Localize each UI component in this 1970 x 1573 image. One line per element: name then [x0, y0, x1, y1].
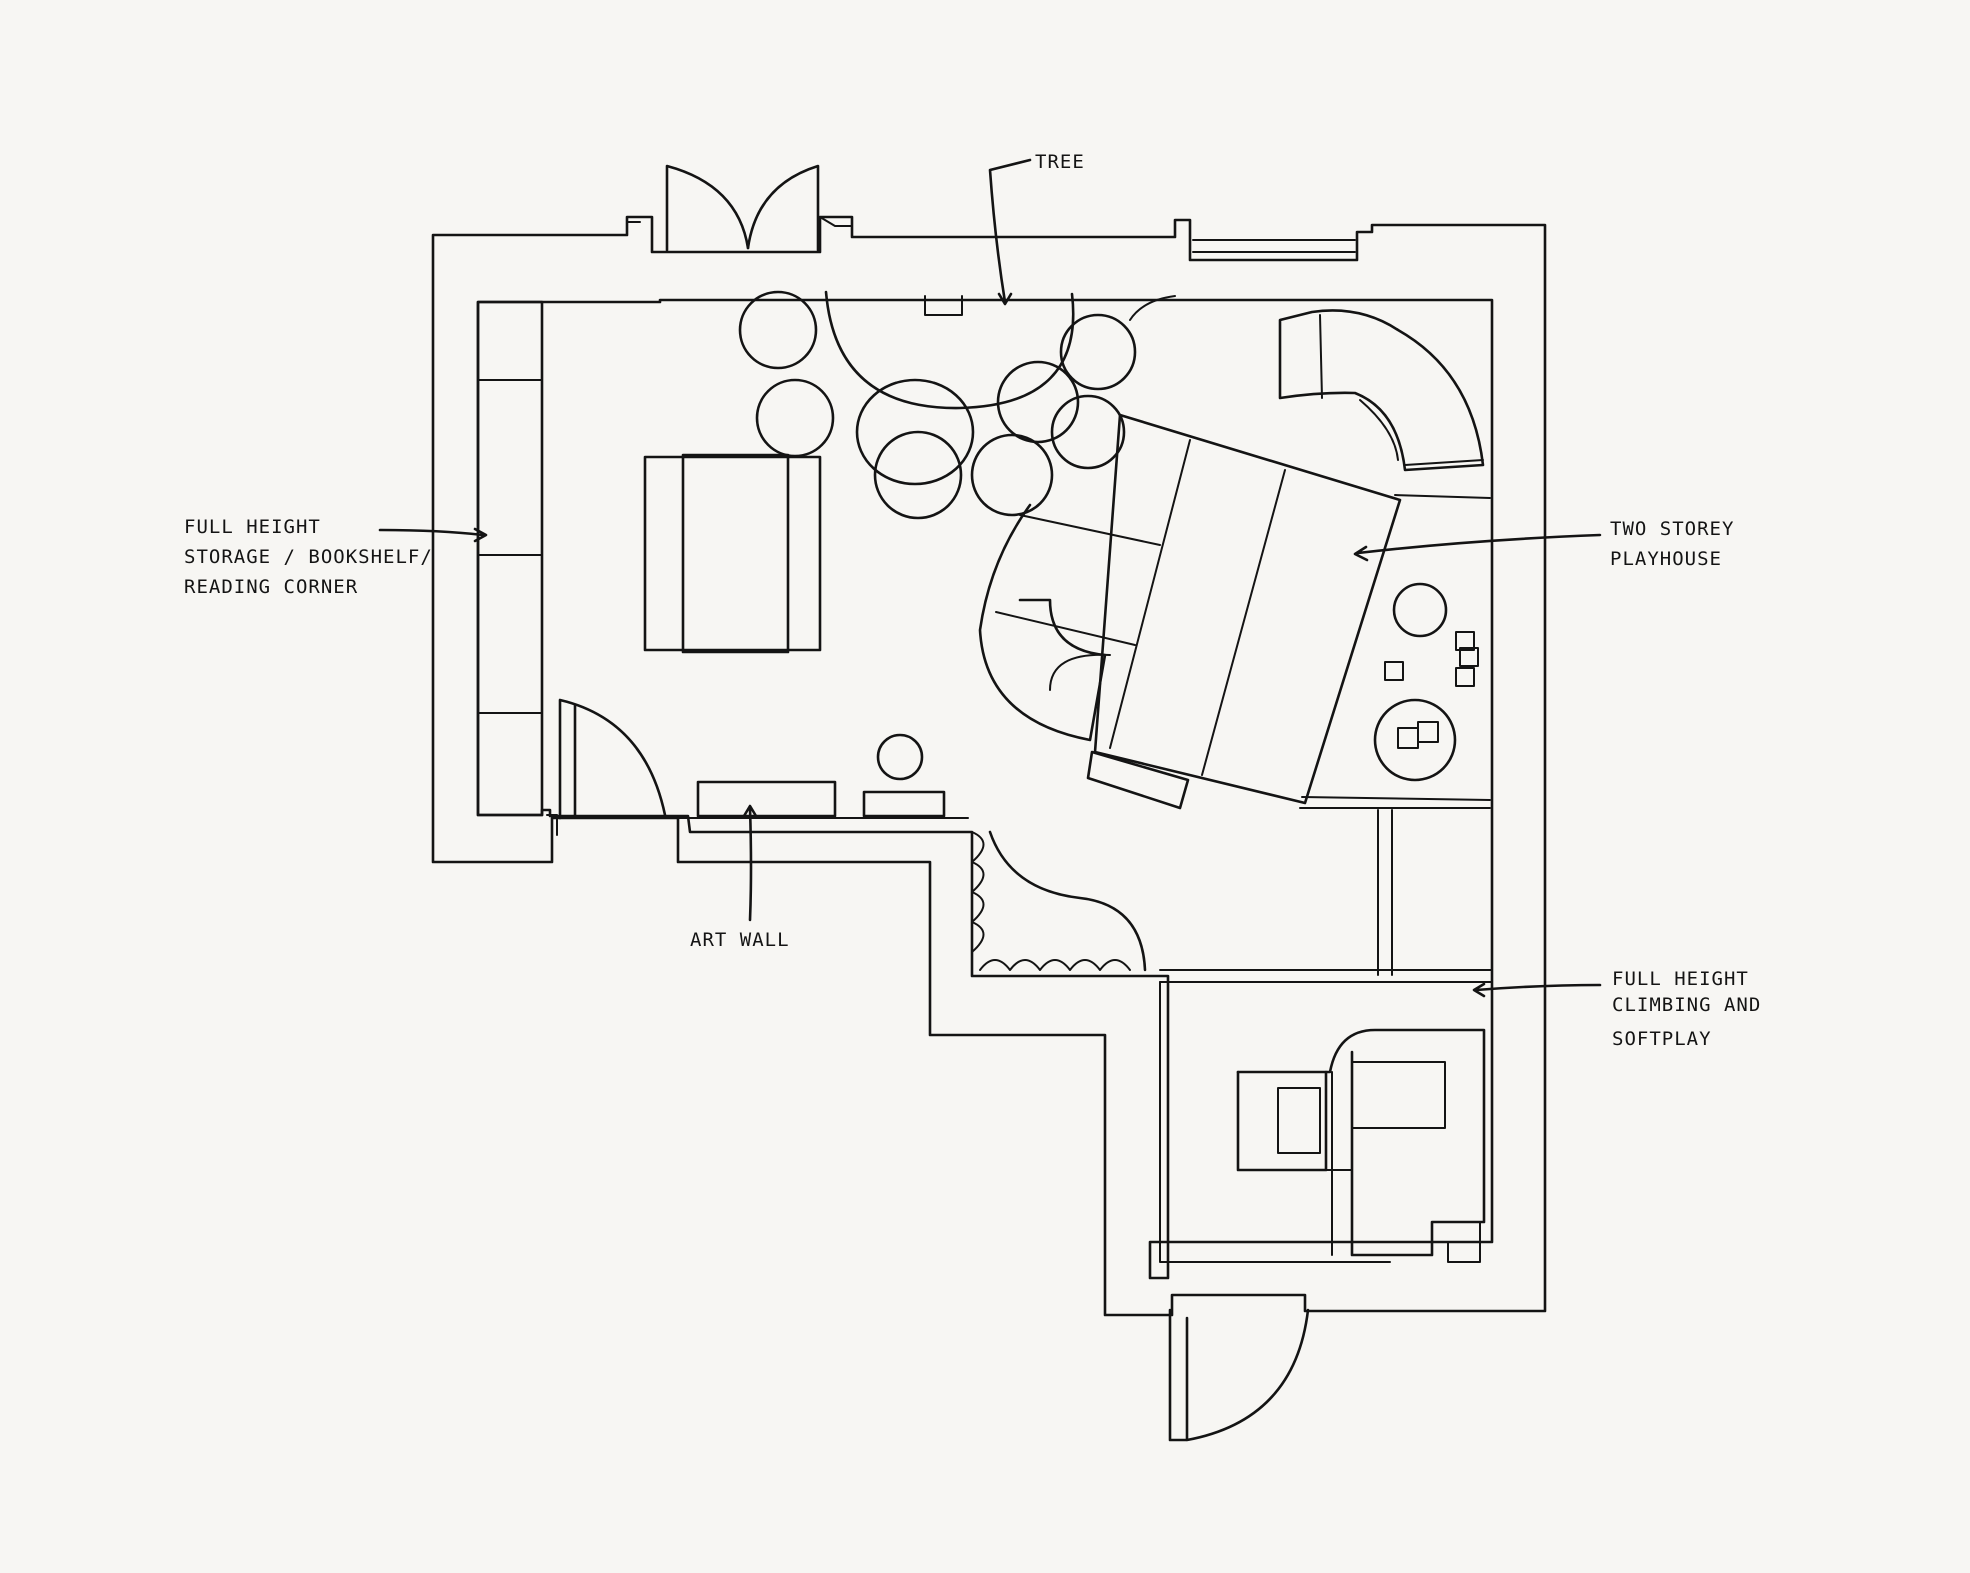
tree-planter-2 [755, 378, 835, 458]
bookshelf-outline [476, 300, 544, 817]
sofa-seat [681, 453, 790, 654]
leader-storage [378, 527, 488, 543]
tree-planter-5 [970, 433, 1054, 517]
tree-planter-8 [1050, 394, 1126, 470]
playhouse-ramp [978, 503, 1107, 742]
playhouse-slide-steps [1319, 314, 1484, 466]
tree-planter-4 [873, 430, 963, 520]
leader-climbing [1472, 982, 1602, 998]
scalloped-seating [971, 830, 1147, 972]
leader-playhouse [1353, 533, 1602, 562]
outer-wall [431, 215, 1547, 1317]
label-art-wall: ART WALL [690, 929, 790, 951]
softplay-block-inner [1277, 1087, 1321, 1154]
playhouse-pouf [1392, 582, 1448, 638]
label-storage-3: READING CORNER [184, 576, 358, 598]
chair-1 [1455, 631, 1475, 651]
tree-arc-top [1129, 295, 1176, 321]
climbing-frame-inner [1351, 1061, 1446, 1129]
double-door-right [746, 164, 820, 252]
art-wall-easel [696, 780, 837, 818]
label-tree: TREE [1035, 151, 1085, 173]
chair-5 [1397, 727, 1419, 749]
label-climbing-2: CLIMBING AND [1612, 994, 1761, 1016]
tree-trunk-base [924, 295, 963, 316]
tree-planter-1 [738, 290, 818, 370]
art-wall-table [862, 790, 946, 818]
top-jamb-left [626, 221, 641, 236]
scalloped-outline [988, 830, 1147, 972]
playhouse [978, 309, 1491, 810]
chair-3 [1455, 667, 1475, 687]
storage-bookshelf [476, 300, 544, 817]
top-jamb-right [819, 216, 853, 227]
exterior-door [1168, 1308, 1310, 1442]
tree-planter-7 [1059, 313, 1137, 391]
playhouse-slide [1278, 309, 1485, 472]
art-wall-furniture [677, 733, 969, 819]
walls [431, 215, 1547, 1317]
playhouse-deck-ledge [1299, 494, 1491, 809]
tree [738, 290, 1176, 520]
art-stool [876, 733, 924, 781]
sofa-frame [643, 455, 822, 652]
tree-planter-3 [855, 378, 975, 486]
playhouse-table [1373, 698, 1457, 782]
playhouse-deck [1093, 413, 1402, 805]
climbing-wall-edge [1319, 1071, 1353, 1256]
leader-art-wall [742, 804, 758, 922]
corridor-divider [1159, 809, 1493, 983]
label-storage-1: FULL HEIGHT [184, 516, 321, 538]
chair-6 [1417, 721, 1439, 743]
tree-canopy-half [824, 290, 1075, 410]
softplay-block-outer [1236, 1070, 1328, 1172]
label-climbing-3: SOFTPLAY [1612, 1028, 1712, 1050]
label-storage-2: STORAGE / BOOKSHELF/ [184, 546, 433, 568]
leaders [378, 158, 1602, 998]
bookshelf-dividers [477, 379, 543, 714]
playhouse-ramp-lines [995, 514, 1161, 691]
playhouse-deck-dividers [1109, 439, 1286, 776]
scalloped-edge-vertical [971, 831, 985, 953]
bottom-left-jamb [546, 814, 558, 836]
label-climbing-1: FULL HEIGHT [1612, 968, 1749, 990]
chair-4 [1384, 661, 1404, 681]
tree-planter-6 [996, 360, 1080, 444]
sofa [643, 453, 822, 654]
playhouse-bench [1086, 750, 1190, 810]
doors [558, 164, 1310, 1442]
climbing-frame-outer [1236, 1028, 1486, 1257]
chair-2 [1459, 647, 1479, 667]
playroom-wall-left [1159, 981, 1391, 1263]
label-playhouse-2: PLAYHOUSE [1610, 548, 1722, 570]
window-frame [1192, 239, 1356, 253]
labels: TREE FULL HEIGHT STORAGE / BOOKSHELF/ RE… [184, 151, 1761, 1050]
double-door-left [665, 164, 750, 252]
label-playhouse-1: TWO STOREY [1610, 518, 1734, 540]
leader-tree [988, 158, 1032, 306]
inner-door [558, 698, 667, 820]
scalloped-edge-horizontal [979, 959, 1131, 971]
climbing-softplay [1236, 1028, 1486, 1257]
